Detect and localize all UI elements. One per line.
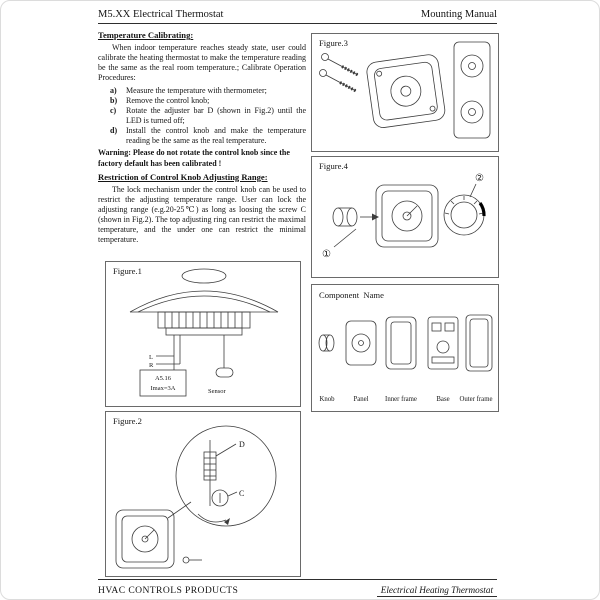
step-c-label: c) bbox=[110, 105, 117, 115]
step-c: c) Rotate the adjuster bar D (shown in F… bbox=[110, 106, 306, 126]
figure-4-label: Figure.4 bbox=[319, 161, 348, 171]
page-header: M5.XX Electrical Thermostat Mounting Man… bbox=[98, 9, 497, 24]
header-title: M5.XX Electrical Thermostat bbox=[98, 9, 224, 20]
marker-c-label: C bbox=[239, 489, 244, 498]
calibrating-intro: When indoor temperature reaches steady s… bbox=[98, 42, 306, 83]
rating-line1: A5.16 bbox=[155, 375, 172, 382]
step-d: d) Install the control knob and make the… bbox=[110, 126, 306, 146]
adjuster-detail-drawing: D C bbox=[115, 425, 277, 569]
text-column: Temperature Calibrating: When indoor tem… bbox=[98, 29, 306, 248]
terminal-l-label: L bbox=[149, 354, 153, 361]
component-label-base: Base bbox=[436, 396, 450, 403]
thermostat-front-drawing: L R A5.16 Imax=3A Sensor bbox=[129, 268, 279, 397]
component-name-heading: Component Name bbox=[319, 290, 384, 300]
step-a: a) Measure the temperature with thermome… bbox=[110, 86, 306, 96]
knob-install-drawing: ① ② bbox=[322, 173, 486, 260]
step-b-label: b) bbox=[110, 95, 118, 105]
figure-2: Figure.2 D C bbox=[105, 411, 301, 577]
figure-4: Figure.4 ① ② bbox=[311, 156, 499, 278]
exploded-view-drawing bbox=[318, 314, 493, 372]
component-labels: Knob Panel Inner frame Base Outer frame bbox=[312, 396, 498, 407]
sensor-label: Sensor bbox=[208, 388, 227, 395]
wall-mounting-drawing bbox=[319, 41, 491, 139]
terminal-r-label: R bbox=[149, 362, 154, 369]
calibrate-steps: a) Measure the temperature with thermome… bbox=[110, 86, 306, 147]
figure-2-label: Figure.2 bbox=[113, 416, 142, 426]
calibrating-heading: Temperature Calibrating: bbox=[98, 30, 194, 40]
page-footer: HVAC CONTROLS PRODUCTS Electrical Heatin… bbox=[98, 579, 497, 597]
figure-1-label: Figure.1 bbox=[113, 266, 142, 276]
header-doc-type: Mounting Manual bbox=[420, 9, 497, 20]
restriction-heading: Restriction of Control Knob Adjusting Ra… bbox=[98, 171, 268, 182]
footer-company: HVAC CONTROLS PRODUCTS bbox=[98, 585, 239, 596]
marker-2-label: ② bbox=[475, 173, 484, 184]
footer-product: Electrical Heating Thermostat bbox=[376, 585, 497, 597]
figure-3: Figure.3 bbox=[311, 33, 499, 152]
rating-line2: Imax=3A bbox=[151, 385, 176, 392]
step-a-label: a) bbox=[110, 85, 117, 95]
component-label-outer-frame: Outer frame bbox=[459, 396, 493, 403]
marker-1-label: ① bbox=[322, 249, 331, 260]
step-d-label: d) bbox=[110, 126, 118, 136]
step-d-text: Install the control knob and make the te… bbox=[126, 126, 306, 146]
step-c-text: Rotate the adjuster bar D (shown in Fig.… bbox=[126, 105, 306, 125]
step-a-text: Measure the temperature with thermometer… bbox=[126, 85, 267, 95]
component-label-panel: Panel bbox=[353, 396, 369, 403]
step-b-text: Remove the control knob; bbox=[126, 95, 210, 105]
marker-d-label: D bbox=[239, 440, 245, 449]
restriction-body: The lock mechanism under the control kno… bbox=[98, 184, 306, 245]
figure-3-label: Figure.3 bbox=[319, 38, 348, 48]
figure-1: Figure.1 L R A5. bbox=[105, 261, 301, 407]
component-label-knob: Knob bbox=[319, 396, 335, 403]
component-label-inner-frame: Inner frame bbox=[385, 396, 417, 403]
warning-text: Warning: Please do not rotate the contro… bbox=[98, 148, 290, 168]
component-name-panel: Component Name Knob Panel Inner frame Ba… bbox=[311, 284, 499, 412]
step-b: b) Remove the control knob; bbox=[110, 96, 306, 106]
